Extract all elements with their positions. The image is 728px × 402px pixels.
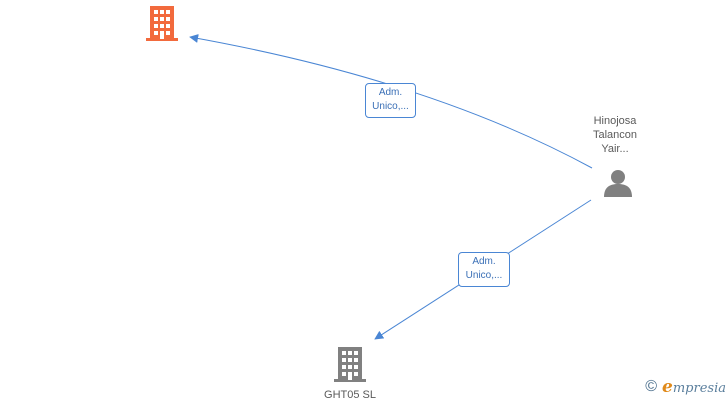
edge-label-bottom[interactable]: Adm. Unico,... bbox=[458, 252, 510, 287]
brand-logo-text: empresia bbox=[662, 377, 726, 397]
copyright-icon: © bbox=[645, 378, 658, 395]
empresia-watermark: © empresia bbox=[645, 377, 726, 397]
company-building-icon-top[interactable] bbox=[146, 6, 178, 41]
company-building-icon-ght05[interactable] bbox=[334, 347, 366, 382]
person-name[interactable]: Hinojosa Talancon Yair... bbox=[592, 115, 638, 155]
person-icon[interactable] bbox=[603, 168, 633, 198]
edge-label-top[interactable]: Adm. Unico,... bbox=[365, 83, 416, 118]
company-name-ght05[interactable]: GHT05 SL bbox=[324, 389, 376, 401]
